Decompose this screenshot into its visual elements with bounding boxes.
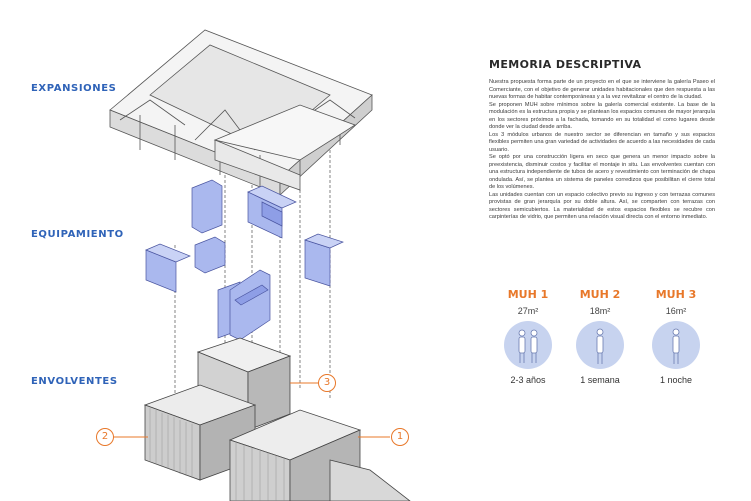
marker-2: 2 xyxy=(96,428,114,446)
marker-leaders xyxy=(113,382,390,438)
people-icon xyxy=(504,321,552,369)
marker-3: 3 xyxy=(318,374,336,392)
muh-summary: MUH 1 27m² 2-3 años MUH 2 18m² xyxy=(495,288,725,398)
memoria-paragraph: Se proponen MUH sobre mínimos sobre la g… xyxy=(489,101,715,131)
expansion-structure xyxy=(109,29,373,196)
person-icon xyxy=(576,321,624,369)
label-expansiones: EXPANSIONES xyxy=(31,83,117,94)
marker-1: 1 xyxy=(391,428,409,446)
memoria-paragraph: Se optó por una construcción ligera en s… xyxy=(489,154,715,190)
muh-1-card: MUH 1 27m² 2-3 años xyxy=(495,288,561,385)
muh-duration: 2-3 años xyxy=(510,375,546,385)
muh-area: 27m² xyxy=(517,306,539,316)
muh-name: MUH 1 xyxy=(507,288,549,301)
memoria-descriptiva: MEMORIA DESCRIPTIVA Nuestra propuesta fo… xyxy=(489,58,715,222)
muh-name: MUH 3 xyxy=(655,288,697,301)
muh-duration: 1 noche xyxy=(659,375,693,385)
muh-area: 18m² xyxy=(589,306,611,316)
muh-area: 16m² xyxy=(665,306,687,316)
memoria-paragraph: Las unidades cuentan con un espacio cole… xyxy=(489,191,715,221)
muh-name: MUH 2 xyxy=(579,288,621,301)
memoria-title: MEMORIA DESCRIPTIVA xyxy=(489,58,642,71)
memoria-paragraph: Los 3 módulos urbanos de nuestro sector … xyxy=(489,131,715,153)
muh-3-card: MUH 3 16m² 1 noche xyxy=(643,288,709,385)
muh-duration: 1 semana xyxy=(580,375,620,385)
envelope-cladding xyxy=(149,408,285,501)
label-envolventes: ENVOLVENTES xyxy=(31,376,118,387)
memoria-paragraph: Nuestra propuesta forma parte de un proy… xyxy=(489,79,715,100)
equipment-furniture xyxy=(145,179,344,341)
person-icon xyxy=(652,321,700,369)
label-equipamiento: EQUIPAMIENTO xyxy=(31,229,124,240)
muh-2-card: MUH 2 18m² 1 semana xyxy=(567,288,633,385)
envelope-volumes xyxy=(143,337,411,501)
